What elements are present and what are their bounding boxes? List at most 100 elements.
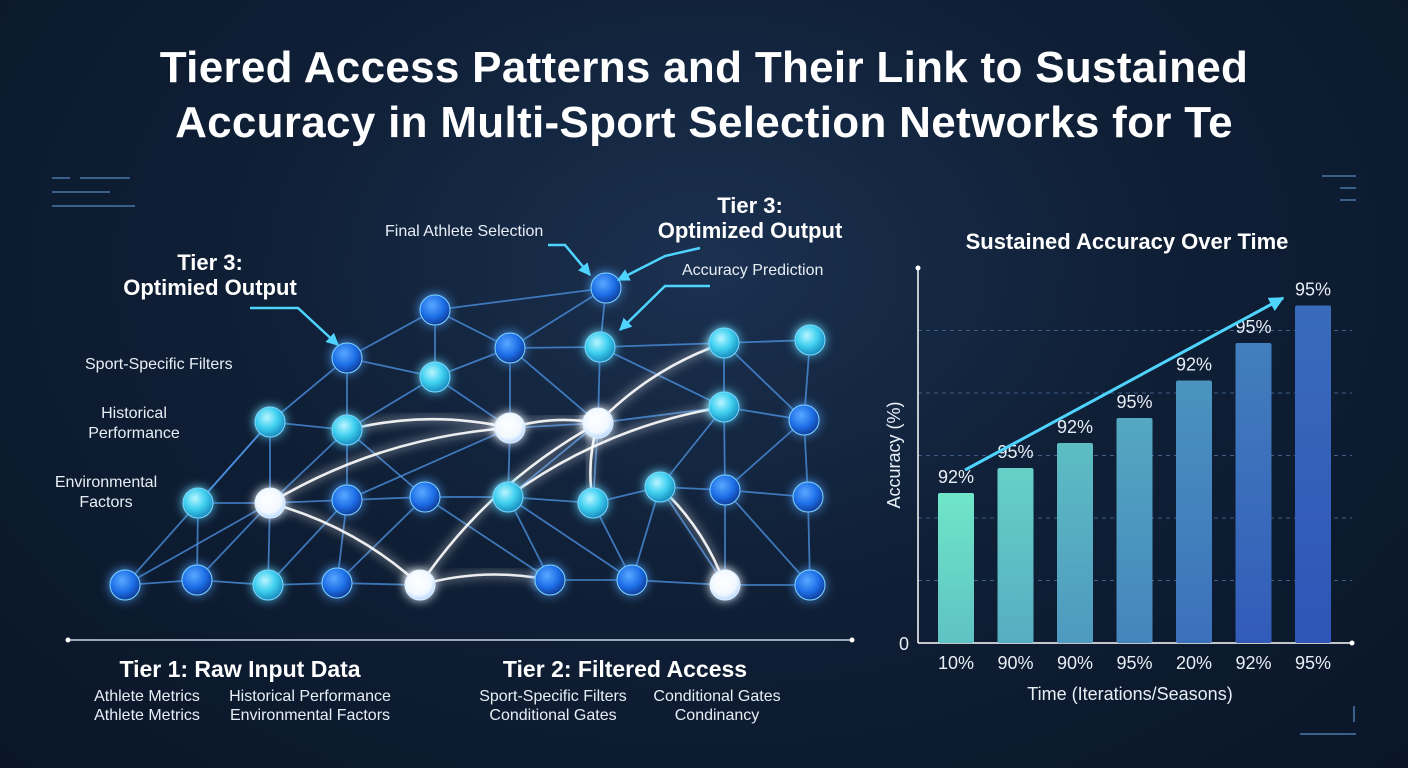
chart-bars: 92%10%95%90%92%90%95%95%92%20%95%92%95%9…	[938, 280, 1331, 674]
network-edge	[507, 496, 633, 581]
chart-bar	[1116, 418, 1153, 643]
tier3-right-label-line-1: Tier 3:	[717, 193, 783, 218]
network-edge	[269, 357, 348, 423]
trend-arrow	[964, 296, 1285, 472]
network-node-cyan	[254, 406, 286, 438]
network-edge	[424, 496, 551, 581]
network-node-cyan	[584, 331, 616, 363]
network-edge	[346, 429, 426, 498]
network-edge	[124, 502, 199, 586]
network-node-blue	[109, 569, 141, 601]
chart-tick-label: 95%	[1116, 653, 1152, 673]
network-edge	[599, 337, 726, 349]
chart-bar	[1176, 380, 1212, 643]
environmental-label-line-1: Environmental	[55, 474, 157, 491]
network-node-highlighted	[582, 407, 614, 439]
network-node-cyan	[419, 361, 451, 393]
tier1-item: Historical Performance	[229, 688, 391, 705]
network-node-cyan	[182, 487, 214, 519]
network-node-highlighted	[709, 569, 741, 601]
network-node-highlighted	[494, 412, 526, 444]
network-node-cyan	[644, 471, 676, 503]
network-node-blue	[321, 567, 353, 599]
y-axis-zero-label: 0	[899, 634, 909, 654]
network-edge	[631, 485, 663, 581]
highlighted-path	[269, 501, 422, 587]
network-edge	[509, 287, 607, 349]
network-nodes	[109, 272, 826, 601]
chart-data-label: 92%	[1176, 355, 1212, 375]
x-axis-cap	[1349, 640, 1355, 646]
tier3-left-label-line-2: Optimied Output	[123, 275, 297, 300]
chart-tick-label: 95%	[1295, 653, 1331, 673]
network-node-blue	[590, 272, 622, 304]
tier3-left-label-line-1: Tier 3:	[177, 250, 243, 275]
tier2-heading: Tier 2: Filtered Access	[503, 656, 747, 682]
tier2-item: Condinancy	[675, 707, 760, 724]
network-node-cyan	[252, 569, 284, 601]
network-edge	[346, 376, 436, 431]
network-node-blue	[409, 481, 441, 513]
network-edge	[659, 406, 725, 488]
y-axis-label: Accuracy (%)	[884, 401, 904, 508]
network-edge	[659, 486, 726, 586]
historical-label-line-2: Performance	[88, 425, 180, 442]
highlighted-path	[597, 340, 726, 424]
network-edge	[631, 579, 727, 590]
environmental-label-line-2: Factors	[79, 494, 132, 511]
network-node-blue	[534, 564, 566, 596]
chart-data-label: 92%	[938, 467, 974, 487]
chart-data-label: 95%	[1116, 392, 1152, 412]
chart-data-label: 92%	[1057, 417, 1093, 437]
page-title-line-1: Tiered Access Patterns and Their Link to…	[159, 43, 1249, 92]
highlighted-path	[507, 401, 726, 499]
network-edge	[723, 342, 805, 421]
network-edge	[269, 429, 348, 504]
accuracy-bar-chart: Sustained Accuracy Over Time Accuracy (%…	[884, 229, 1355, 704]
historical-label-line-1: Historical	[101, 405, 167, 422]
network-node-blue	[709, 474, 741, 506]
chart-tick-label: 90%	[997, 653, 1033, 673]
network-node-cyan	[708, 327, 740, 359]
highlighted-path	[419, 569, 552, 587]
network-edge	[197, 421, 271, 504]
chart-title: Sustained Accuracy Over Time	[966, 229, 1289, 254]
network-node-blue	[494, 332, 526, 364]
network-edge	[196, 502, 271, 581]
network-edges	[124, 283, 815, 591]
network-node-blue	[419, 294, 451, 326]
chart-bar	[938, 493, 974, 643]
chart-bar	[1295, 305, 1331, 643]
network-edge	[267, 499, 348, 586]
network-node-blue	[181, 564, 213, 596]
network-node-blue	[792, 481, 824, 513]
tier1-heading: Tier 1: Raw Input Data	[119, 656, 360, 682]
accuracy-prediction-label: Accuracy Prediction	[682, 262, 823, 279]
network-node-blue	[616, 564, 648, 596]
network-edge	[336, 496, 426, 584]
chart-data-label: 95%	[1235, 317, 1271, 337]
tier1-item: Environmental Factors	[230, 707, 390, 724]
network-node-blue	[788, 404, 820, 436]
tier2-item: Sport-Specific Filters	[479, 688, 627, 705]
network-node-blue	[331, 342, 363, 374]
chart-tick-label: 92%	[1235, 653, 1271, 673]
decorative-ticks	[52, 175, 1356, 735]
tier1-item: Athlete Metrics	[94, 707, 200, 724]
network-node-cyan	[708, 391, 740, 423]
network-edge	[346, 309, 436, 359]
chart-bar	[997, 468, 1034, 643]
tier3-right-label-line-2: Optimized Output	[658, 218, 843, 243]
tier2-item: Conditional Gates	[489, 707, 616, 724]
network-node-highlighted	[404, 569, 436, 601]
tier2-item: Conditional Gates	[653, 688, 780, 705]
network-edge	[724, 419, 805, 491]
network-edge	[434, 283, 608, 311]
network-node-cyan	[577, 487, 609, 519]
chart-bar	[1057, 443, 1093, 643]
chart-tick-label: 90%	[1057, 653, 1093, 673]
highlighted-path	[269, 421, 512, 505]
highlighted-path	[346, 417, 512, 433]
chart-bar	[1235, 343, 1272, 643]
